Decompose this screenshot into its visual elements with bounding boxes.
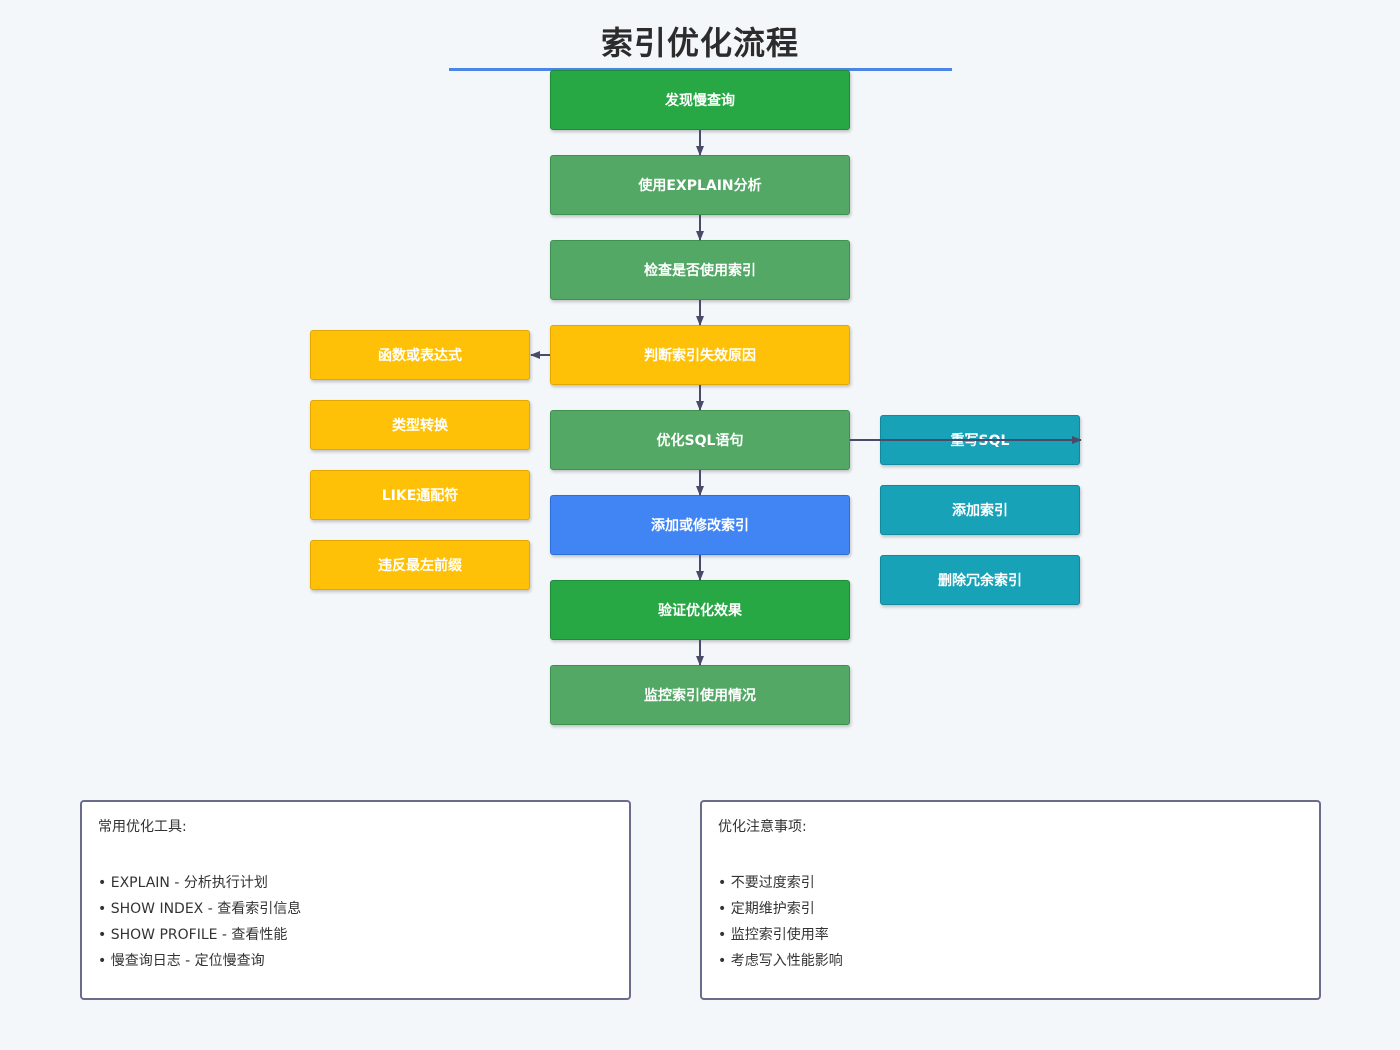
step-explain[interactable]: 使用EXPLAIN分析 <box>550 155 850 215</box>
tools-note-title: 常用优化工具: <box>98 819 187 835</box>
step-judge-failure-reason[interactable]: 判断索引失效原因 <box>550 325 850 385</box>
reason-like-wildcard[interactable]: LIKE通配符 <box>310 470 530 520</box>
reason-label: LIKE通配符 <box>381 488 459 504</box>
step-find-slow-query[interactable]: 发现慢查询 <box>550 70 850 130</box>
page-title: 索引优化流程 <box>600 24 799 62</box>
step-label: 发现慢查询 <box>665 93 735 109</box>
list-item: EXPLAIN - 分析执行计划 <box>98 870 613 896</box>
list-item: 考虑写入性能影响 <box>718 948 1303 974</box>
step-optimize-sql[interactable]: 优化SQL语句 <box>550 410 850 470</box>
opt-label: 重写SQL <box>950 433 1010 449</box>
cautions-note-title: 优化注意事项: <box>718 819 807 835</box>
list-item: 不要过度索引 <box>718 870 1303 896</box>
list-item: 慢查询日志 - 定位慢查询 <box>98 948 613 974</box>
step-label: 验证优化效果 <box>658 603 742 619</box>
step-label: 判断索引失效原因 <box>644 348 756 364</box>
cautions-note-list: 不要过度索引 定期维护索引 监控索引使用率 考虑写入性能影响 <box>718 870 1303 974</box>
opt-remove-redundant-index[interactable]: 删除冗余索引 <box>880 555 1080 605</box>
title-underline <box>449 68 952 71</box>
step-check-index-usage[interactable]: 检查是否使用索引 <box>550 240 850 300</box>
reason-type-conversion[interactable]: 类型转换 <box>310 400 530 450</box>
opt-add-index[interactable]: 添加索引 <box>880 485 1080 535</box>
list-item: 监控索引使用率 <box>718 922 1303 948</box>
reason-label: 函数或表达式 <box>378 348 462 364</box>
tools-note-list: EXPLAIN - 分析执行计划 SHOW INDEX - 查看索引信息 SHO… <box>98 870 613 974</box>
list-item: SHOW PROFILE - 查看性能 <box>98 922 613 948</box>
step-label: 添加或修改索引 <box>651 518 749 534</box>
step-label: 优化SQL语句 <box>656 433 744 449</box>
reason-function-expression[interactable]: 函数或表达式 <box>310 330 530 380</box>
step-monitor-index[interactable]: 监控索引使用情况 <box>550 665 850 725</box>
list-item: 定期维护索引 <box>718 896 1303 922</box>
opt-rewrite-sql[interactable]: 重写SQL <box>880 415 1080 465</box>
reason-leftmost-prefix[interactable]: 违反最左前缀 <box>310 540 530 590</box>
reason-label: 违反最左前缀 <box>378 558 462 574</box>
cautions-note-box: 优化注意事项: 不要过度索引 定期维护索引 监控索引使用率 考虑写入性能影响 <box>700 800 1321 1000</box>
step-label: 使用EXPLAIN分析 <box>638 178 762 194</box>
opt-label: 删除冗余索引 <box>938 573 1022 589</box>
step-label: 监控索引使用情况 <box>644 688 756 704</box>
step-label: 检查是否使用索引 <box>644 263 756 279</box>
step-verify-effect[interactable]: 验证优化效果 <box>550 580 850 640</box>
list-item: SHOW INDEX - 查看索引信息 <box>98 896 613 922</box>
step-add-modify-index[interactable]: 添加或修改索引 <box>550 495 850 555</box>
tools-note-box: 常用优化工具: EXPLAIN - 分析执行计划 SHOW INDEX - 查看… <box>80 800 631 1000</box>
opt-label: 添加索引 <box>952 503 1008 519</box>
reason-label: 类型转换 <box>392 418 448 434</box>
